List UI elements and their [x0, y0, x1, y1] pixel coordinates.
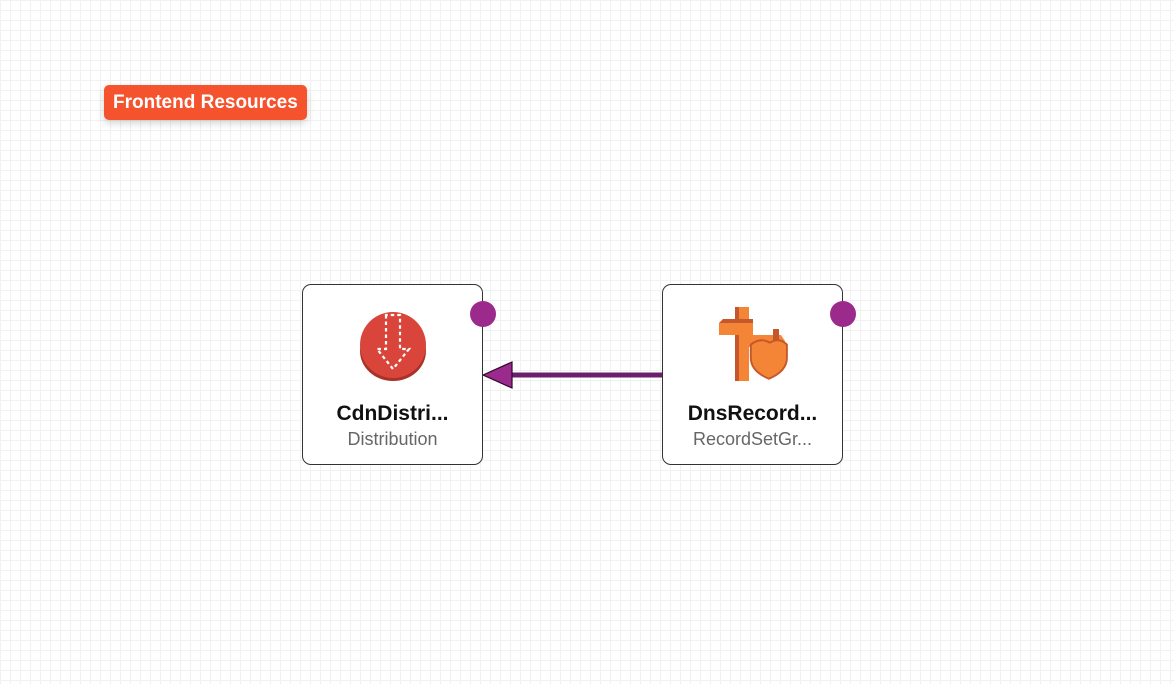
node-subtitle: RecordSetGr... [692, 429, 813, 449]
route53-recordset-icon [718, 307, 788, 381]
connection-port[interactable] [830, 301, 856, 327]
edge-dns-to-cdn[interactable] [481, 361, 662, 389]
cloudfront-distribution-icon [359, 312, 426, 381]
node-title: CdnDistri... [336, 402, 449, 425]
node-title: DnsRecord... [687, 402, 818, 425]
node-cdn-distribution[interactable]: CdnDistri... Distribution [302, 284, 496, 465]
connection-port[interactable] [470, 301, 496, 327]
group-label-frontend-resources[interactable]: Frontend Resources [104, 85, 307, 120]
node-subtitle: Distribution [347, 429, 438, 449]
arrowhead-icon [481, 361, 513, 389]
node-dns-record-set-group[interactable]: DnsRecord... RecordSetGr... [662, 284, 856, 465]
